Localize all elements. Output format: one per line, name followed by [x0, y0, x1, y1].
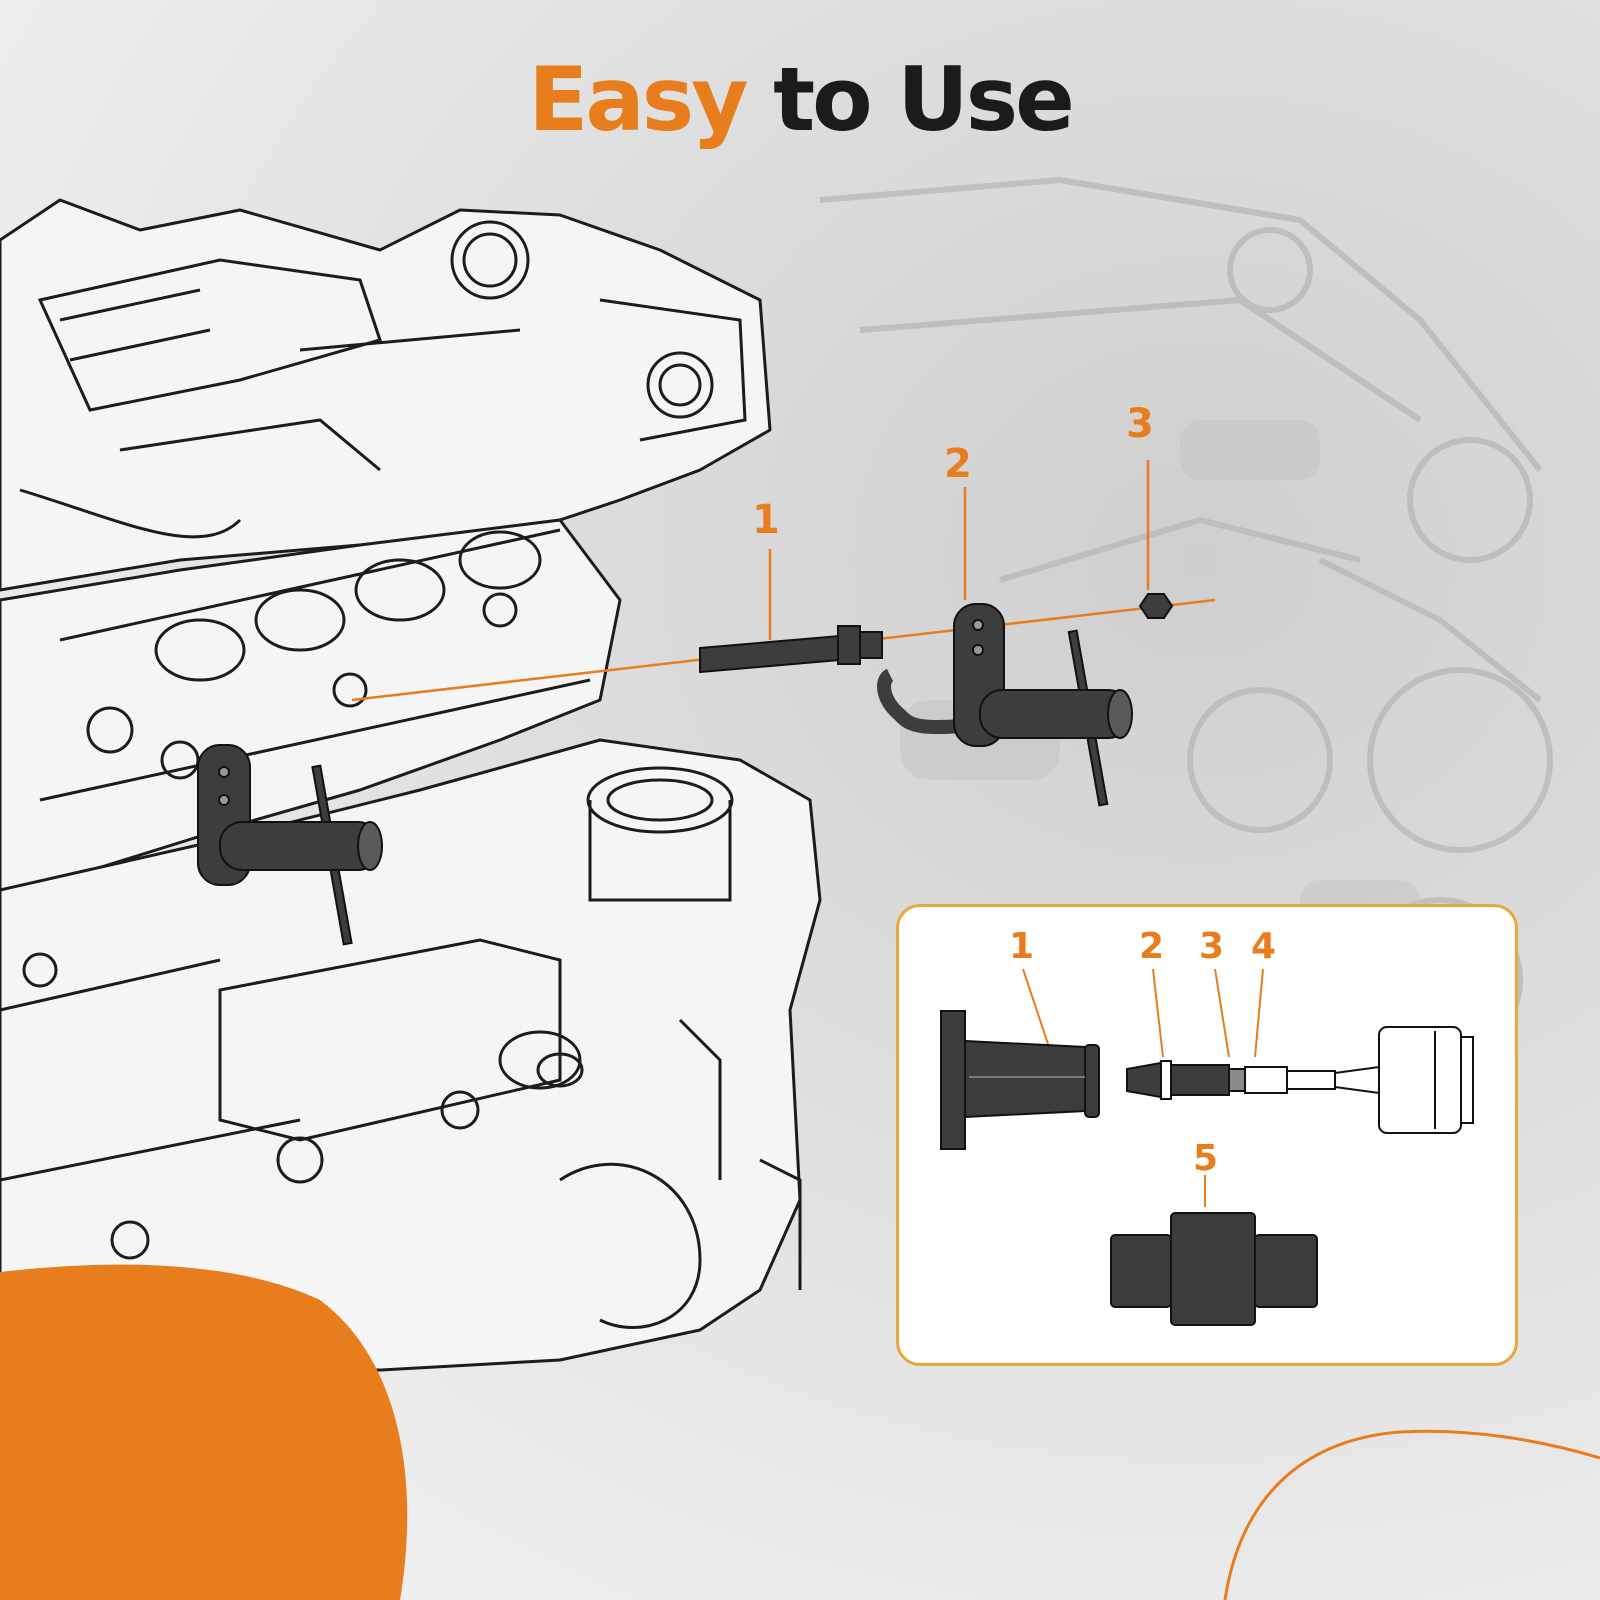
- orange-arc: [1223, 1429, 1600, 1600]
- part-2-taper: [1126, 1060, 1172, 1100]
- exploded-nut: [1138, 593, 1174, 619]
- callout-2: 2: [944, 441, 972, 487]
- part-4-fitting: [1244, 1026, 1474, 1134]
- orange-blob: [0, 1264, 408, 1600]
- headline-accent-word: Easy: [528, 48, 748, 151]
- headline: Easy to Use: [0, 48, 1600, 151]
- part-5-bushing: [1110, 1212, 1318, 1326]
- parts-diagram: [940, 968, 1474, 1326]
- part-3-rod: [1170, 1064, 1246, 1096]
- part-label-4: 4: [1251, 926, 1277, 967]
- part-label-3: 3: [1199, 926, 1225, 967]
- exploded-bolt: [699, 625, 883, 674]
- headline-rest: to Use: [773, 48, 1075, 151]
- exploded-bracket: [877, 603, 1133, 807]
- installed-tool: [197, 744, 383, 946]
- parts-panel: 1 2 3 4 5: [896, 904, 1518, 1366]
- callout-1: 1: [752, 497, 780, 543]
- part-label-1: 1: [1009, 926, 1035, 967]
- part-1-sleeve: [940, 1010, 1100, 1150]
- part-label-5: 5: [1193, 1138, 1219, 1179]
- callout-3: 3: [1126, 401, 1154, 447]
- part-label-2: 2: [1139, 926, 1165, 967]
